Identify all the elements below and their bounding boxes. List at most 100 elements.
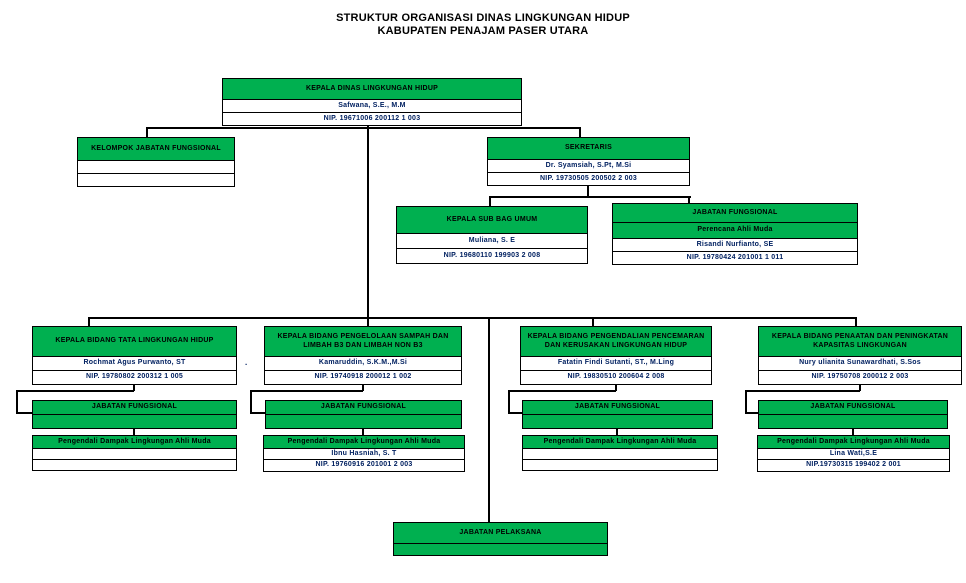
- pengendali-col1-name: [33, 448, 236, 459]
- connector-col2-down: [362, 382, 364, 391]
- box-jf-col3: JABATAN FUNGSIONAL: [522, 400, 713, 429]
- connector-col3-into-box: [508, 412, 523, 414]
- kepala-dinas-nip: NIP. 19671006 200112 1 003: [223, 112, 521, 125]
- connector-level3-horizontal: [88, 317, 856, 319]
- connector-sekretaris-down: [587, 183, 589, 197]
- connector-bidang1-stub: [88, 317, 90, 327]
- box-jf-col4: JABATAN FUNGSIONAL: [758, 400, 948, 429]
- subbag-umum-title: KEPALA SUB BAG UMUM: [397, 207, 587, 233]
- box-sekretaris: SEKRETARIS Dr. Syamsiah, S.Pt, M.Si NIP.…: [487, 137, 690, 186]
- subbag-umum-nip: NIP. 19680110 199903 2 008: [397, 248, 587, 263]
- box-jabatan-pelaksana: JABATAN PELAKSANA: [393, 522, 608, 556]
- jf-col1-empty-row: [33, 414, 236, 428]
- jf-sekretariat-name: Risandi Nurfianto, SE: [613, 238, 857, 251]
- pelaksana-empty-row: [394, 543, 607, 555]
- subbag-umum-name: Muliana, S. E: [397, 233, 587, 248]
- pelaksana-title: JABATAN PELAKSANA: [394, 523, 607, 543]
- box-pengendali-col4: Pengendali Dampak Lingkungan Ahli Muda L…: [757, 435, 950, 472]
- chart-title-line1: STRUKTUR ORGANISASI DINAS LINGKUNGAN HID…: [336, 12, 630, 24]
- connector-bidang3-stub: [592, 317, 594, 327]
- bidang1-name: Rochmat Agus Purwanto, ST: [33, 356, 236, 370]
- jf-sekretariat-nip: NIP. 19780424 201001 1 011: [613, 251, 857, 264]
- connector-col1-drop: [16, 390, 18, 413]
- jf-col2-empty-row: [266, 414, 461, 428]
- box-jf-sekretariat: JABATAN FUNGSIONAL Perencana Ahli Muda R…: [612, 203, 858, 265]
- stray-dot: .: [245, 358, 248, 367]
- bidang2-nip: NIP. 19740918 200012 1 002: [265, 370, 461, 384]
- connector-pelaksana-vertical: [488, 317, 490, 523]
- bidang1-title: KEPALA BIDANG TATA LINGKUNGAN HIDUP: [33, 327, 236, 356]
- connector-level1-horizontal: [146, 127, 581, 129]
- box-bidang-pengelolaan-sampah: KEPALA BIDANG PENGELOLAAN SAMPAH DAN LIM…: [264, 326, 462, 385]
- chart-title-line2: KABUPATEN PENAJAM PASER UTARA: [377, 25, 589, 37]
- bidang2-title: KEPALA BIDANG PENGELOLAAN SAMPAH DAN LIM…: [265, 327, 461, 356]
- connector-col1-down: [133, 382, 135, 391]
- connector-pengendali3-stub: [616, 426, 618, 436]
- box-bidang-penaatan: KEPALA BIDANG PENAATAN DAN PENINGKATAN K…: [758, 326, 962, 385]
- pengendali-col2-name: Ibnu Hasniah, S. T: [264, 448, 464, 459]
- connector-bidang4-stub: [855, 317, 857, 327]
- jf-col3-title: JABATAN FUNGSIONAL: [523, 401, 712, 414]
- connector-col1-into-box: [16, 412, 33, 414]
- box-subbag-umum: KEPALA SUB BAG UMUM Muliana, S. E NIP. 1…: [396, 206, 588, 264]
- kepala-dinas-name: Safwana, S.E., M.M: [223, 99, 521, 112]
- connector-col3-down: [615, 382, 617, 391]
- jf-col3-empty-row: [523, 414, 712, 428]
- jf-col4-title: JABATAN FUNGSIONAL: [759, 401, 947, 414]
- connector-pengendali4-stub: [852, 426, 854, 436]
- jf-col2-title: JABATAN FUNGSIONAL: [266, 401, 461, 414]
- box-bidang-tata-lingkungan: KEPALA BIDANG TATA LINGKUNGAN HIDUP Roch…: [32, 326, 237, 385]
- box-jf-col1: JABATAN FUNGSIONAL: [32, 400, 237, 429]
- connector-pengendali1-stub: [133, 426, 135, 436]
- kelompok-jf-empty-row-1: [78, 160, 234, 173]
- pengendali-col4-nip: NIP.19730315 199402 2 001: [758, 459, 949, 471]
- connector-jf-sekretariat-stub: [688, 196, 690, 204]
- bidang4-title: KEPALA BIDANG PENAATAN DAN PENINGKATAN K…: [759, 327, 961, 356]
- connector-level2-horizontal: [489, 196, 691, 198]
- connector-pengendali2-stub: [362, 426, 364, 436]
- pengendali-col4-title: Pengendali Dampak Lingkungan Ahli Muda: [758, 436, 949, 448]
- bidang3-name: Fatatin Findi Sutanti, ST., M.Ling: [521, 356, 711, 370]
- connector-sekretaris-stub: [579, 127, 581, 138]
- sekretaris-name: Dr. Syamsiah, S.Pt, M.Si: [488, 159, 689, 172]
- bidang4-nip: NIP. 19750708 200012 2 003: [759, 370, 961, 384]
- pengendali-col1-nip: [33, 459, 236, 470]
- bidang2-name: Kamaruddin, S.K.M.,M.Si: [265, 356, 461, 370]
- pengendali-col3-nip: [523, 459, 717, 470]
- connector-col2-into-box: [250, 412, 266, 414]
- connector-subbag-stub: [489, 196, 491, 207]
- jf-col1-title: JABATAN FUNGSIONAL: [33, 401, 236, 414]
- jf-col4-empty-row: [759, 414, 947, 428]
- kelompok-jf-empty-row-2: [78, 173, 234, 186]
- bidang3-nip: NIP. 19830510 200604 2 008: [521, 370, 711, 384]
- pengendali-col3-title: Pengendali Dampak Lingkungan Ahli Muda: [523, 436, 717, 448]
- connector-col3-drop: [508, 390, 510, 413]
- box-bidang-pengendalian-pencemaran: KEPALA BIDANG PENGENDALIAN PENCEMARAN DA…: [520, 326, 712, 385]
- pengendali-col3-name: [523, 448, 717, 459]
- jf-sekretariat-title: JABATAN FUNGSIONAL: [613, 204, 857, 222]
- box-kepala-dinas: KEPALA DINAS LINGKUNGAN HIDUP Safwana, S…: [222, 78, 522, 126]
- jf-sekretariat-subtitle: Perencana Ahli Muda: [613, 222, 857, 238]
- box-kelompok-jabatan-fungsional: KELOMPOK JABATAN FUNGSIONAL: [77, 137, 235, 187]
- connector-trunk: [367, 124, 369, 327]
- connector-col2-left: [250, 390, 363, 392]
- box-jf-col2: JABATAN FUNGSIONAL: [265, 400, 462, 429]
- box-pengendali-col1: Pengendali Dampak Lingkungan Ahli Muda: [32, 435, 237, 471]
- box-pengendali-col3: Pengendali Dampak Lingkungan Ahli Muda: [522, 435, 718, 471]
- connector-col3-left: [508, 390, 616, 392]
- connector-col4-down: [859, 382, 861, 391]
- bidang3-title: KEPALA BIDANG PENGENDALIAN PENCEMARAN DA…: [521, 327, 711, 356]
- bidang4-name: Nury ulianita Sunawardhati, S.Sos: [759, 356, 961, 370]
- connector-kelompok-stub: [146, 127, 148, 138]
- connector-col4-drop: [745, 390, 747, 413]
- connector-col2-drop: [250, 390, 252, 413]
- bidang1-nip: NIP. 19780802 200312 1 005: [33, 370, 236, 384]
- pengendali-col1-title: Pengendali Dampak Lingkungan Ahli Muda: [33, 436, 236, 448]
- pengendali-col4-name: Lina Wati,S.E: [758, 448, 949, 459]
- connector-col1-left: [16, 390, 134, 392]
- connector-col4-into-box: [745, 412, 759, 414]
- sekretaris-nip: NIP. 19730505 200502 2 003: [488, 172, 689, 185]
- kepala-dinas-title: KEPALA DINAS LINGKUNGAN HIDUP: [223, 79, 521, 99]
- kelompok-jf-title: KELOMPOK JABATAN FUNGSIONAL: [78, 138, 234, 160]
